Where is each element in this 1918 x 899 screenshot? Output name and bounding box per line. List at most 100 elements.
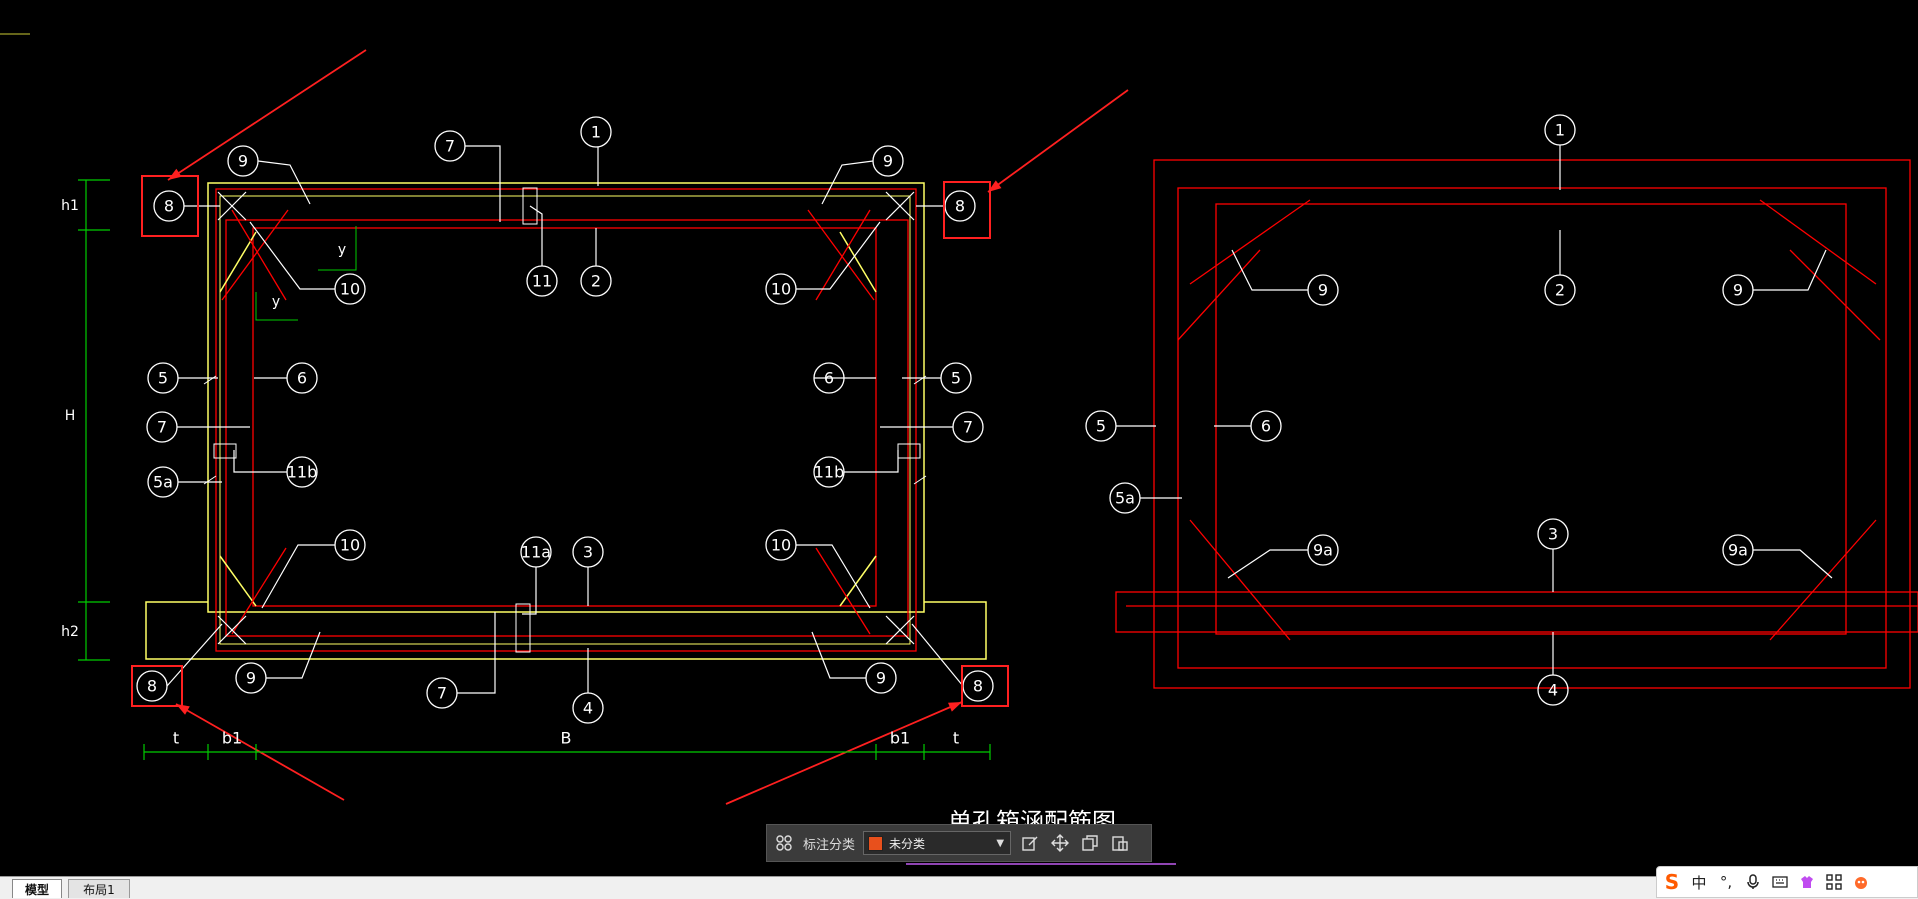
bubble-label: 9 [883, 152, 893, 171]
bubble-label: 7 [963, 418, 973, 437]
tick-mark [913, 375, 927, 385]
arrow-head-icon [948, 702, 962, 712]
tools-icon[interactable] [1852, 874, 1870, 890]
bubble-label: 5 [1096, 417, 1106, 436]
bubble-label: 8 [973, 677, 983, 696]
tick-mark [913, 475, 927, 485]
corner-x-mark [885, 191, 915, 221]
dimension-line [318, 226, 357, 271]
punctuation-icon[interactable]: °, [1719, 873, 1733, 891]
bubble-label: 10 [340, 536, 360, 555]
leader-line [249, 221, 335, 290]
dimension-label: b1 [222, 729, 242, 748]
tab-model[interactable]: 模型 [12, 879, 62, 898]
bubble-label: 6 [1261, 417, 1271, 436]
bubble-label: 7 [157, 418, 167, 437]
outer-rebar-loop [215, 188, 917, 652]
dimension-label: t [173, 729, 179, 748]
haunch-rebar [815, 209, 871, 301]
leader-line [844, 450, 899, 473]
bubble-label: 9 [1318, 281, 1328, 300]
highlight-box-8 [961, 665, 1009, 707]
leader-line [911, 623, 964, 687]
bubble-label: 9a [1728, 541, 1748, 560]
rebar-detail-box [213, 443, 237, 459]
outer-rebar-loop-right [1153, 159, 1911, 689]
bubble-label: 10 [771, 280, 791, 299]
move-icon[interactable] [1049, 832, 1071, 854]
ime-language-toggle[interactable]: 中 [1691, 873, 1707, 892]
bubble-label: 9a [1313, 541, 1333, 560]
bubble-label: 1 [591, 123, 601, 142]
skin-icon[interactable] [1798, 874, 1816, 890]
dimension-label: t [953, 729, 959, 748]
bubble-label: 3 [1548, 525, 1558, 544]
haunch-rebar-right [1189, 199, 1311, 285]
label-bubble [580, 116, 612, 148]
grid-icon[interactable] [1825, 874, 1843, 890]
bubble-label: 5 [951, 369, 961, 388]
leader-line [257, 160, 311, 205]
leader-line [811, 631, 866, 679]
dimension-label: B [561, 729, 572, 748]
bubble-label: 9 [1733, 281, 1743, 300]
dimension-label: h1 [61, 198, 79, 214]
highlight-arrow [725, 701, 963, 805]
leader-line [1753, 549, 1833, 579]
leader-line [1231, 249, 1308, 291]
bubble-label: 5 [158, 369, 168, 388]
bubble-label: 9 [246, 669, 256, 688]
haunch-line [219, 555, 257, 607]
leader-line [233, 450, 287, 473]
layout-tab-bar: 模型 布局1 [0, 876, 1918, 899]
leader-line [529, 205, 543, 266]
leader-line [1753, 249, 1827, 291]
haunch-rebar-right [1177, 249, 1261, 341]
highlight-arrow [167, 49, 367, 181]
edit-icon[interactable] [1019, 832, 1041, 854]
grid-icon[interactable] [773, 832, 795, 854]
haunch-rebar-right [1759, 199, 1877, 285]
highlight-box-8 [131, 665, 183, 707]
rebar-detail-box [515, 603, 531, 653]
arrow-head-icon [168, 168, 182, 180]
highlight-arrow [987, 89, 1129, 193]
rebar-detail-box [897, 443, 921, 459]
bubble-label: 3 [583, 543, 593, 562]
chevron-down-icon: ▼ [996, 838, 1005, 849]
leader-line [796, 221, 881, 290]
category-value: 未分类 [889, 836, 926, 851]
bubble-label: 4 [583, 699, 593, 718]
dimension-label: H [65, 408, 76, 424]
bubble-label: 2 [1555, 281, 1565, 300]
haunch-rebar [815, 547, 871, 635]
bubble-label: 10 [771, 536, 791, 555]
bubble-label: 4 [1548, 681, 1558, 700]
leader-line [522, 567, 537, 615]
mic-icon[interactable] [1744, 874, 1762, 890]
leader-line [266, 631, 321, 679]
haunch-rebar [231, 547, 287, 635]
bubble-label: 11 [532, 272, 552, 291]
leader-line [1227, 549, 1308, 579]
hole-rebar-loop [252, 227, 877, 607]
bubble-label: 9 [238, 152, 248, 171]
bubble-label: 10 [340, 280, 360, 299]
tab-layout1[interactable]: 布局1 [68, 879, 130, 898]
bottom-slab-right [1115, 591, 1918, 633]
rebar-detail-box [522, 187, 538, 225]
paste-icon[interactable] [1109, 832, 1131, 854]
bubble-label: 1 [1555, 121, 1565, 140]
bubble-label: 7 [437, 684, 447, 703]
ime-logo-icon[interactable]: S [1664, 870, 1680, 894]
copy-icon[interactable] [1079, 832, 1101, 854]
bubble-label: 9 [876, 669, 886, 688]
bubble-label: 11b [287, 463, 318, 482]
dimension-line [255, 292, 298, 321]
keyboard-icon[interactable] [1771, 875, 1789, 889]
haunch-rebar-right [1769, 519, 1877, 641]
inner-rebar-loop-right [1215, 203, 1847, 635]
annotation-category-select[interactable]: 未分类 ▼ [863, 831, 1012, 855]
